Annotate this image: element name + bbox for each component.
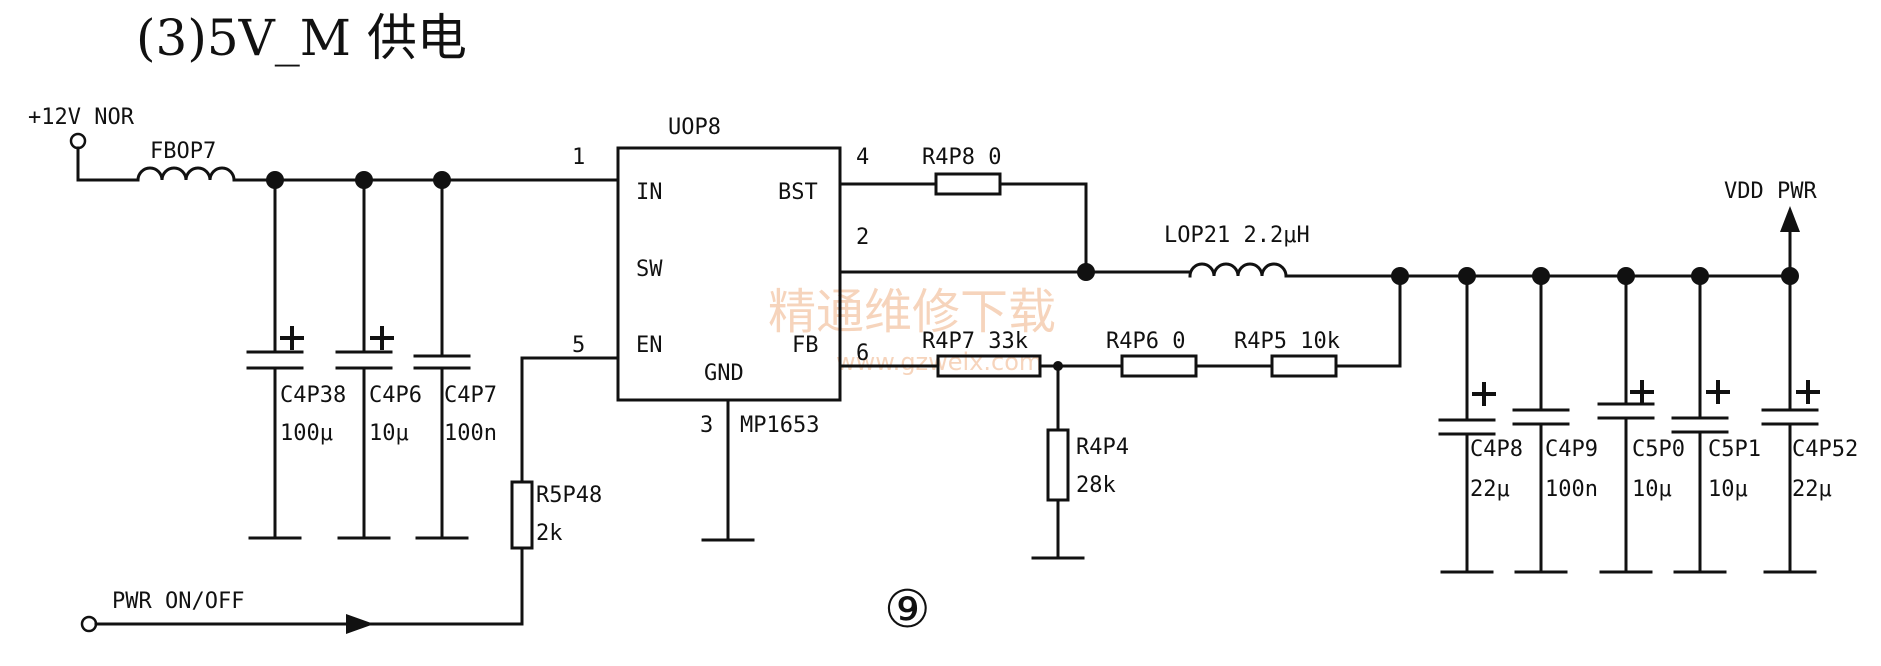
- r4p8-wire: [998, 182, 1088, 274]
- pwr-onoff-wire: [94, 546, 524, 626]
- junction-dot: [1077, 263, 1095, 281]
- c4p6-ref: C4P6: [369, 383, 422, 408]
- r5p48-ref: R5P48: [536, 483, 602, 508]
- r4p8-label: R4P8 0: [922, 145, 1001, 170]
- c4p9-ref: C4P9: [1545, 437, 1598, 462]
- r4p4-value: 28k: [1076, 473, 1116, 498]
- pin-sw-name: SW: [636, 257, 663, 282]
- resistor-r5p48: [510, 480, 534, 550]
- c4p8-value: 22μ: [1470, 477, 1510, 502]
- pin-gnd-name: GND: [704, 361, 744, 386]
- r4p7-label: R4P7 33k: [922, 329, 1028, 354]
- c4p8-ref: C4P8: [1470, 437, 1523, 462]
- pin-3-number: 3: [700, 413, 713, 438]
- r4p5-label: R4P5 10k: [1234, 329, 1340, 354]
- pin-6-number: 6: [856, 341, 869, 366]
- pin-2-number: 2: [856, 225, 869, 250]
- c4p6-value: 10μ: [369, 421, 409, 446]
- input-terminal: [69, 132, 87, 150]
- resistor-r4p4: [1046, 428, 1070, 502]
- r4p6-label: R4P6 0: [1106, 329, 1185, 354]
- pin-fb-name: FB: [792, 333, 819, 358]
- vdd-pwr-arrow: [1780, 206, 1800, 232]
- watermark-text: 精通维修下载: [768, 284, 1056, 340]
- feedback-top-wire: [1334, 274, 1402, 368]
- ic-reference: UOP8: [668, 115, 721, 140]
- ic-gnd-wire: [701, 398, 755, 542]
- c4p7-ref: C4P7: [444, 383, 497, 408]
- c4p38-value: 100μ: [280, 421, 333, 446]
- c5p0-ref: C5P0: [1632, 437, 1685, 462]
- resistor-r4p6: [1120, 354, 1198, 378]
- pwr-onoff-label: PWR ON/OFF: [112, 589, 244, 614]
- pwr-onoff-terminal: [80, 615, 98, 633]
- c4p9-value: 100n: [1545, 477, 1598, 502]
- lop21-inductor: [1188, 262, 1288, 278]
- pin-bst-name: BST: [778, 180, 818, 205]
- resistor-r4p8: [934, 172, 1002, 196]
- r4p4-ref: R4P4: [1076, 435, 1129, 460]
- figure-number: ⑨: [884, 580, 931, 640]
- ic-part-number: MP1653: [740, 413, 819, 438]
- fbop7-inductor: [136, 166, 236, 182]
- c4p7-value: 100n: [444, 421, 497, 446]
- c4p52-ref: C4P52: [1792, 437, 1858, 462]
- fbop7-label: FBOP7: [150, 139, 216, 164]
- input-net-label: +12V NOR: [28, 105, 135, 130]
- r4p4-ground: [1031, 498, 1085, 560]
- output-net-label: VDD PWR: [1724, 179, 1817, 204]
- lop21-label: LOP21 2.2μH: [1164, 223, 1310, 248]
- pin-in-name: IN: [636, 180, 663, 205]
- c5p0-value: 10μ: [1632, 477, 1672, 502]
- pin-4-number: 4: [856, 145, 869, 170]
- pin-5-number: 5: [572, 333, 585, 358]
- diagram-title: (3)5V_M 供电: [136, 9, 467, 67]
- c5p1-ref: C5P1: [1708, 437, 1761, 462]
- r5p48-value: 2k: [536, 521, 563, 546]
- capacitor-c4p8: [1438, 274, 1496, 574]
- capacitor-c4p38: [246, 178, 304, 540]
- capacitor-c5p0: [1597, 274, 1655, 574]
- resistor-r4p5: [1270, 354, 1338, 378]
- pin-1-number: 1: [572, 145, 585, 170]
- en-wire: [520, 356, 620, 484]
- c4p38-ref: C4P38: [280, 383, 346, 408]
- pin-en-name: EN: [636, 333, 663, 358]
- capacitor-c4p6: [335, 178, 394, 540]
- capacitor-c4p7: [413, 178, 471, 540]
- capacitor-c4p52: [1761, 274, 1820, 574]
- capacitor-c5p1: [1671, 274, 1730, 574]
- c5p1-value: 10μ: [1708, 477, 1748, 502]
- signal-direction-arrow: [346, 614, 374, 634]
- capacitor-c4p9: [1512, 274, 1570, 574]
- c4p52-value: 22μ: [1792, 477, 1832, 502]
- input-wire: [76, 146, 140, 182]
